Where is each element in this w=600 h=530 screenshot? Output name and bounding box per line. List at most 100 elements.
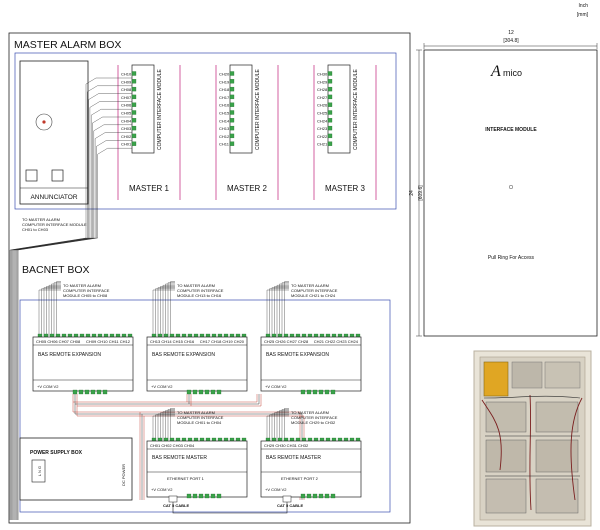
bas-remote-master-body — [260, 440, 362, 498]
channel-terminal — [229, 125, 235, 131]
svg-text:COMPUTER INTERFACE: COMPUTER INTERFACE — [63, 288, 110, 293]
interface-module-label: COMPUTER INTERFACE MODULE — [353, 68, 359, 150]
channel-label: CH09 — [121, 79, 132, 84]
svg-text:CH13 CH14 CH15 CH16: CH13 CH14 CH15 CH16 — [150, 339, 195, 344]
channel-label: CH18 — [219, 87, 230, 92]
enclosure-front — [423, 49, 598, 337]
channel-label: CH24 — [317, 118, 328, 123]
power-output-label: DC POWER — [121, 464, 126, 486]
ethernet-port-label: ETHERNET PORT 1 — [167, 476, 205, 481]
bas-remote-master-label: BAS REMOTE MASTER — [266, 455, 321, 461]
channel-terminal — [131, 71, 137, 76]
channel-terminal — [327, 110, 333, 115]
master-module-3: COMPUTER INTERFACE MODULECH30CH29CH28CH2… — [313, 64, 377, 200]
svg-text:TO MASTER ALARM: TO MASTER ALARM — [177, 283, 215, 288]
bas-expansion-label: BAS REMOTE EXPANSION — [266, 352, 329, 358]
channel-label: CH17 — [219, 95, 230, 100]
photo-yellow-module — [483, 361, 509, 397]
channel-terminal — [327, 141, 333, 146]
bacnet-box-title: BACNET BOX — [22, 264, 90, 276]
svg-text:CH17 CH18 CH19 CH20: CH17 CH18 CH19 CH20 — [200, 339, 245, 344]
cat5-cable-label: CAT 5 CABLE — [163, 503, 189, 508]
power-input-terminal — [31, 459, 46, 483]
ethernet-port — [282, 495, 292, 503]
enclosure-module-label: INTERFACE MODULE — [485, 127, 537, 133]
channel-terminal — [229, 86, 235, 92]
svg-text:COMPUTER INTERFACE: COMPUTER INTERFACE — [291, 415, 338, 420]
channel-terminal — [131, 110, 137, 115]
annunciator-panel — [19, 60, 89, 205]
channel-label: CH12 — [219, 134, 230, 139]
channel-terminal — [229, 94, 235, 100]
channel-terminal — [327, 133, 333, 139]
wire-trunk — [9, 77, 132, 520]
svg-text:CH25 CH26 CH27 CH28: CH25 CH26 CH27 CH28 — [264, 339, 309, 344]
channel-label: CH23 — [317, 126, 328, 131]
power-supply-box — [19, 437, 133, 501]
annunciator-alarm-light — [42, 120, 46, 124]
bacnet-box — [19, 299, 391, 513]
pull-ring-icon — [508, 184, 514, 190]
channel-label: CH29 — [317, 79, 328, 84]
channel-terminal — [327, 71, 333, 76]
channel-label: CH21 — [317, 142, 328, 147]
channel-label: CH02 — [121, 134, 132, 139]
master-module-1: COMPUTER INTERFACE MODULECH10CH09CH08CH0… — [117, 64, 181, 200]
units-inch: Inch — [579, 3, 589, 9]
bas-expansion-label: BAS REMOTE EXPANSION — [152, 352, 215, 358]
channel-label: CH07 — [121, 95, 132, 100]
svg-text:TO MASTER ALARM: TO MASTER ALARM — [63, 283, 101, 288]
wire-note-line2: COMPUTER INTERFACE MODULE — [22, 222, 87, 227]
channel-label: CH10 — [121, 72, 132, 77]
interface-module-label: COMPUTER INTERFACE MODULE — [255, 68, 261, 150]
master-modules: COMPUTER INTERFACE MODULECH10CH09CH08CH0… — [117, 64, 377, 200]
channel-terminal — [229, 79, 235, 84]
units-mm: [mm] — [577, 12, 589, 18]
channel-label: CH06 — [121, 103, 132, 108]
svg-text:CH21 CH22 CH23 CH24: CH21 CH22 CH23 CH24 — [314, 339, 359, 344]
annunciator-button-right — [51, 169, 64, 182]
interface-module-label: COMPUTER INTERFACE MODULE — [157, 68, 163, 150]
power-input-label: L N G — [37, 466, 42, 476]
svg-text:TO MASTER ALARM: TO MASTER ALARM — [291, 410, 329, 415]
channel-terminal — [229, 133, 235, 139]
brand-logo: mico — [503, 68, 522, 78]
channel-label: CH11 — [219, 142, 230, 147]
cat5-cable-label: CAT 5 CABLE — [277, 503, 303, 508]
svg-text:MODULE CH01 to CH04: MODULE CH01 to CH04 — [177, 420, 222, 425]
channel-label: CH01 — [121, 142, 132, 147]
channel-label: CH16 — [219, 103, 230, 108]
power-wiring — [72, 394, 305, 500]
channel-label: CH03 — [121, 126, 132, 131]
channel-terminal — [229, 71, 235, 76]
svg-text:+V COM V2: +V COM V2 — [37, 384, 59, 389]
channel-terminal — [131, 141, 137, 146]
svg-text:CH05 CH06 CH07 CH08: CH05 CH06 CH07 CH08 — [36, 339, 81, 344]
wire-note-line1: TO MASTER ALARM — [22, 217, 60, 222]
channel-label: CH13 — [219, 126, 230, 131]
channel-terminal — [131, 79, 137, 84]
svg-text:+V COM V2: +V COM V2 — [265, 487, 287, 492]
svg-text:+V COM V2: +V COM V2 — [151, 487, 173, 492]
channel-terminal — [327, 118, 333, 123]
svg-text:MODULE CH21 to CH24: MODULE CH21 to CH24 — [291, 293, 336, 298]
channel-label: CH26 — [317, 103, 328, 108]
svg-text:MODULE CH13 to CH16: MODULE CH13 to CH16 — [177, 293, 222, 298]
svg-text:CH09 CH10 CH11 CH12: CH09 CH10 CH11 CH12 — [86, 339, 131, 344]
master-module-2: COMPUTER INTERFACE MODULECH20CH19CH18CH1… — [215, 64, 279, 200]
channel-terminal — [327, 79, 333, 84]
channel-terminal — [327, 86, 333, 92]
master-label: MASTER 1 — [129, 184, 170, 193]
channel-label: CH28 — [317, 87, 328, 92]
channel-label: CH05 — [121, 111, 132, 116]
system-frame — [8, 32, 411, 524]
channel-terminal — [327, 125, 333, 131]
channel-label: CH27 — [317, 95, 328, 100]
channel-terminal — [229, 141, 235, 146]
channel-terminal — [131, 118, 137, 123]
bas-expansion-label: BAS REMOTE EXPANSION — [38, 352, 101, 358]
